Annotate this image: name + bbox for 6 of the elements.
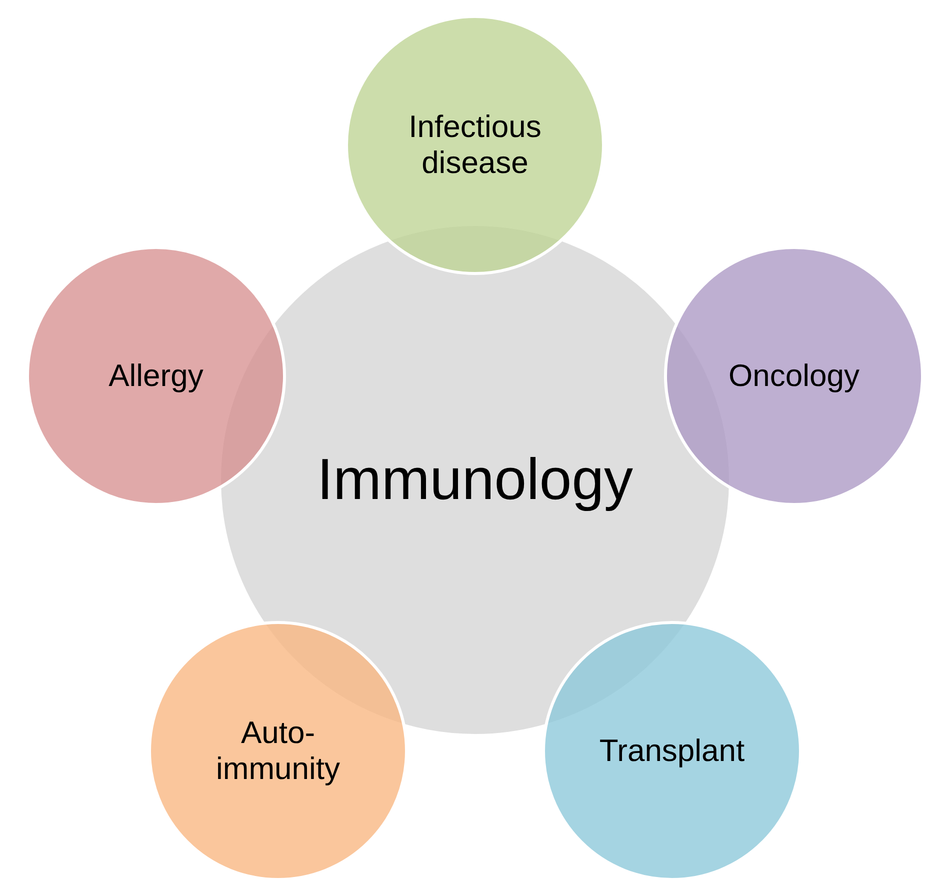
topic-label: Infectious disease — [408, 109, 542, 181]
topic-label: Transplant — [599, 733, 745, 769]
topic-label: Auto- immunity — [214, 715, 341, 787]
center-label: Immunology — [317, 446, 633, 514]
topic-label: Allergy — [108, 358, 204, 394]
topic-label: Oncology — [728, 358, 860, 394]
